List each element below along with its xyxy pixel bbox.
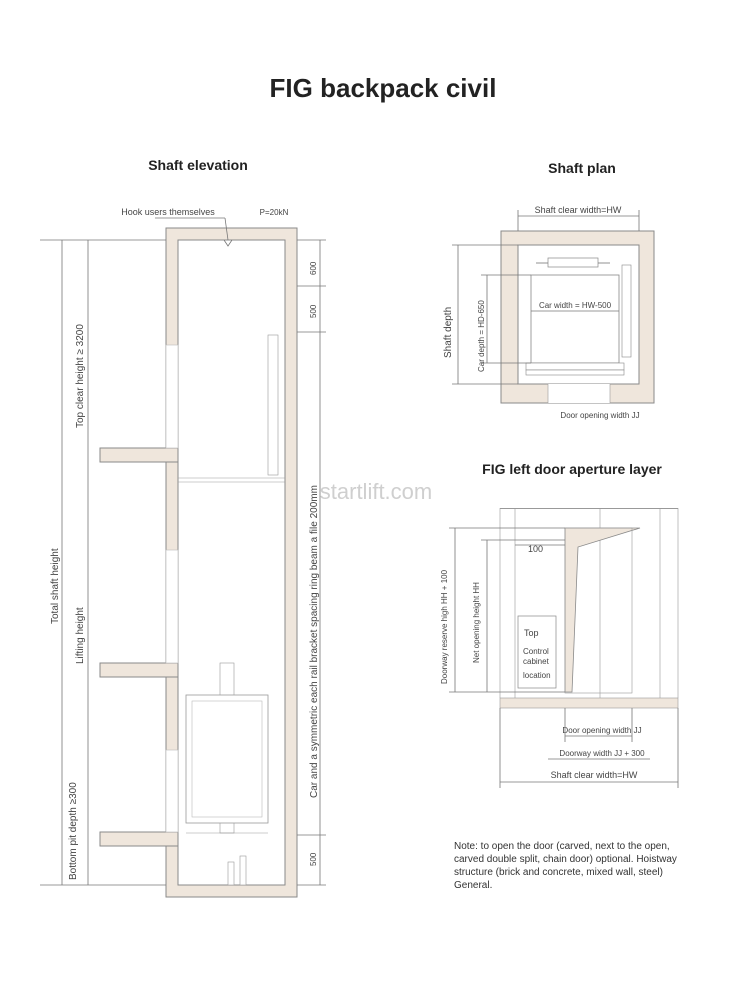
floor-slab-upper [99,447,179,463]
door-opening [165,749,179,833]
control-cabinet [517,615,557,689]
dim-500-bottom: 500 [309,852,318,866]
doorway-outline [564,527,633,694]
shaft-depth-label: Shaft depth [443,307,454,358]
plan-clear-width: Shaft clear width=HW [535,205,622,215]
lifting-height-label: Lifting height [75,607,86,664]
pit-buffer [227,861,235,886]
note-line-3: structure (brick and concrete, mixed wal… [454,867,663,878]
net-height-label: Net opening height HH [472,582,481,663]
floor-slab-lower [99,831,179,847]
car-depth-label: Car depth = HD-650 [477,300,486,372]
load-label: P=20kN [260,208,289,217]
shaft-plan: Shaft plan Shaft clear width=HW Car widt… [443,160,655,420]
cabinet-line-1: Top [524,628,539,638]
note-line-1: Note: to open the door (carved, next to … [454,841,670,852]
door-clear-width-label: Shaft clear width=HW [551,770,638,780]
note-line-2: carved double split, chain door) optiona… [454,854,677,865]
cabinet-line-4: location [523,671,551,680]
door-opening [165,549,179,664]
doorway-width-label: Doorway width JJ + 300 [559,749,645,758]
note-block: Note: to open the door (carved, next to … [454,841,677,891]
cabinet-line-3: cabinet [523,657,550,666]
cabinet-line-2: Control [523,647,549,656]
door-heading: FIG left door aperture layer [482,461,662,477]
car-width-label: Car width = HW-500 [539,301,612,310]
plan-heading: Shaft plan [548,160,616,176]
car-inner [191,700,263,818]
floor-slab-middle [99,662,179,678]
counterweight-rail [267,334,279,476]
pit-buffer [239,855,247,886]
elevation-heading: Shaft elevation [148,157,248,173]
counterweight-plan [547,257,599,268]
rail-bracket-text: Car and a symmetric each rail bracket sp… [309,485,320,798]
landing-sill [525,369,625,376]
total-height-label: Total shaft height [50,548,61,624]
door-sill [499,697,679,709]
dim-600: 600 [309,261,318,275]
watermark-text: startlift.com [320,479,432,504]
door-opening [165,344,179,449]
elevator-car [185,694,269,824]
door-top-line [500,508,678,509]
pit-depth-label: Bottom pit depth ≥300 [68,782,79,880]
page-title: FIG backpack civil [270,73,497,103]
door-lintel [564,527,641,693]
dim-500-top: 500 [309,304,318,318]
dim-100-label: 100 [528,544,543,554]
plan-door-gap [548,384,610,403]
car-sill [525,362,625,371]
plan-wall [500,230,655,404]
plan-door-opening: Door opening width JJ [560,411,639,420]
shaft-elevation: Shaft elevation Hook users themselves P=… [40,157,326,898]
car-plan [530,274,620,364]
top-clear-label: Top clear height ≥ 3200 [75,324,86,428]
hook-label: Hook users themselves [121,207,215,217]
reserve-height-label: Doorway reserve high HH + 100 [440,569,449,684]
car-side-panel [621,264,632,358]
hook-symbol [223,239,233,247]
hook-leader [224,217,229,241]
door-aperture: FIG left door aperture layer 100 Top Con… [440,461,679,788]
door-opening-label: Door opening width JJ [562,726,641,735]
note-line-4: General. [454,880,492,891]
